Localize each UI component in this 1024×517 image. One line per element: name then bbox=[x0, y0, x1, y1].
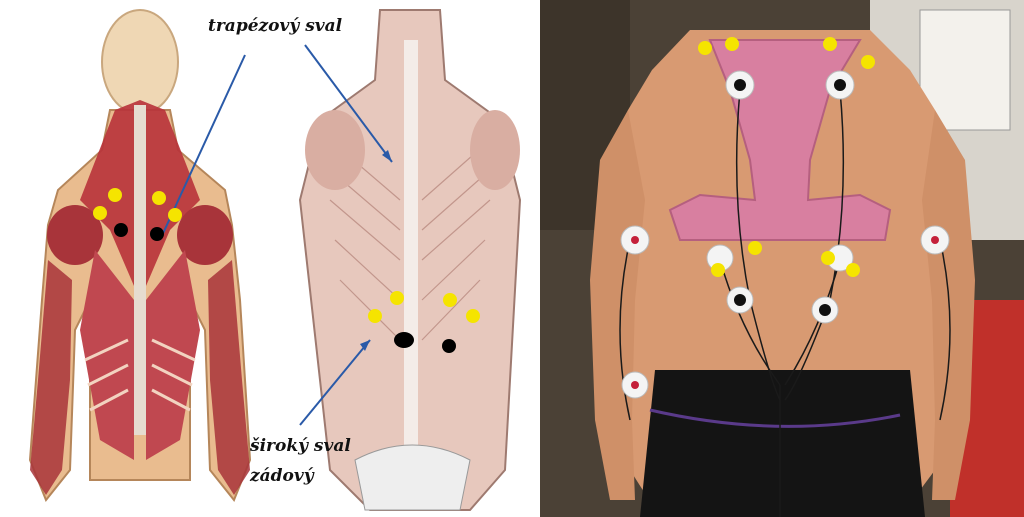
electrode-active-marker bbox=[821, 251, 835, 265]
electrode-active-marker bbox=[748, 241, 762, 255]
electrode-active-marker bbox=[168, 208, 182, 222]
electrode-reference-marker bbox=[394, 332, 414, 348]
subject-photo bbox=[540, 0, 1024, 517]
electrode-reference-marker bbox=[114, 223, 128, 237]
electrode-active-marker bbox=[698, 41, 712, 55]
electrode-active-marker bbox=[725, 37, 739, 51]
electrode-reference-marker bbox=[442, 339, 456, 353]
black-pants bbox=[640, 370, 925, 517]
colored-back-figure bbox=[30, 10, 250, 500]
electrode-active-marker bbox=[368, 309, 382, 323]
electrode-active-marker bbox=[443, 293, 457, 307]
latissimus-label-line2: zádový bbox=[250, 466, 314, 486]
engraving-back-figure bbox=[300, 10, 520, 510]
electrode-active-marker bbox=[823, 37, 837, 51]
electrode-active-marker bbox=[152, 191, 166, 205]
electrode-active-marker bbox=[93, 206, 107, 220]
electrode-active-marker bbox=[711, 263, 725, 277]
subject-photo-panel bbox=[540, 0, 1024, 517]
anatomy-illustration-panel: trapézový sval široký sval zádový bbox=[0, 0, 528, 517]
trapezius-label: trapézový sval bbox=[208, 16, 342, 36]
electrode-active-marker bbox=[846, 263, 860, 277]
latissimus-label-line1: široký sval bbox=[250, 436, 351, 456]
electrode-reference-marker bbox=[150, 227, 164, 241]
electrode-active-marker bbox=[861, 55, 875, 69]
electrode-active-marker bbox=[390, 291, 404, 305]
electrode-active-marker bbox=[108, 188, 122, 202]
electrode-active-marker bbox=[466, 309, 480, 323]
